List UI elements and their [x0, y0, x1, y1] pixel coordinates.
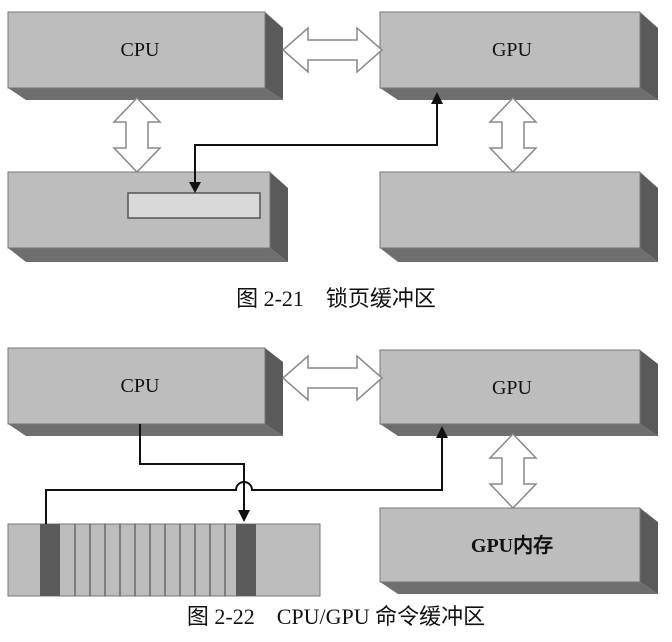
gpu-read-path: [45, 432, 443, 524]
dma-path-line: [194, 98, 438, 190]
gpu-memory-double-arrow-2: [488, 432, 538, 510]
cpu-box: CPU: [7, 11, 283, 100]
cpu-gpu-double-arrow: [281, 26, 384, 74]
arrowhead-down-to-buffer-2: [238, 510, 250, 522]
gpu-box-2: GPU: [379, 349, 658, 436]
cpu-box-2: CPU: [7, 347, 283, 436]
figure-2-22: CPU GPU GPU内存: [7, 347, 658, 629]
buffer-slot-start: [40, 524, 60, 596]
arrowhead-up-to-gpu-2: [436, 426, 448, 438]
cpu-memory-double-arrow: [112, 96, 162, 174]
figure-2-21: CPU GPU 图 2-: [7, 11, 658, 311]
figure-2-21-caption: 图 2-21 锁页缓冲区: [236, 286, 436, 311]
gpu-box: GPU: [379, 11, 658, 100]
page-locked-buffer: [127, 192, 261, 219]
arrowhead-up-to-gpu: [431, 92, 443, 104]
cpu-label: CPU: [121, 39, 160, 61]
gpu-memory-label: GPU内存: [471, 533, 553, 557]
cpu-gpu-double-arrow-2: [281, 354, 384, 402]
cpu-label-2: CPU: [121, 375, 160, 397]
gpu-label-2: GPU: [492, 377, 533, 399]
cpu-write-path: [139, 424, 245, 514]
gpu-memory-double-arrow: [488, 96, 538, 174]
host-memory-box: [7, 171, 288, 262]
command-buffer: [7, 523, 321, 597]
gpu-label: GPU: [492, 39, 533, 61]
buffer-slot-dividers: [74, 524, 226, 596]
buffer-slot-end: [236, 524, 256, 596]
figure-2-22-caption: 图 2-22 CPU/GPU 命令缓冲区: [187, 604, 485, 629]
gpu-memory-box-2: GPU内存: [379, 507, 658, 594]
gpu-memory-box: [379, 171, 658, 262]
arrowhead-down-to-buffer: [189, 182, 201, 193]
